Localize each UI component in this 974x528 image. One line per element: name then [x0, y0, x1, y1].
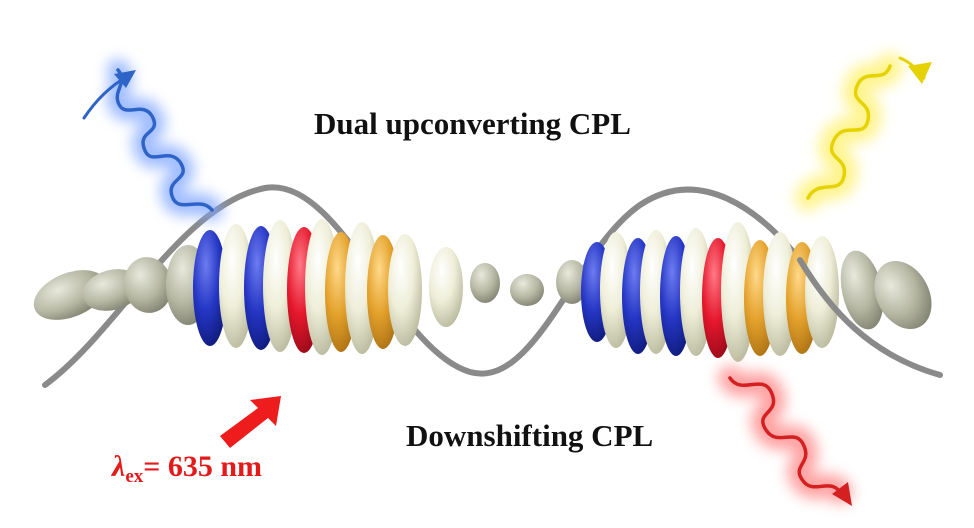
disc-gray — [470, 263, 500, 303]
disc-gray — [123, 257, 173, 313]
disc-gray — [840, 250, 884, 330]
disc-cream — [219, 224, 253, 348]
disc-gray — [874, 260, 932, 330]
excitation-value: = 635 nm — [143, 450, 263, 483]
excitation-wavelength-label: λex= 635 nm — [112, 450, 262, 488]
disc-gray — [556, 260, 588, 304]
blue-cpl-wave — [82, 59, 223, 221]
excitation-subscript: ex — [125, 466, 144, 487]
disc-cream — [263, 220, 297, 352]
disc-blue — [193, 230, 227, 346]
excitation-arrow — [220, 396, 281, 448]
red-cpl-wave — [718, 366, 852, 506]
helix-strand-front — [797, 257, 943, 378]
yellow-cpl-wave — [795, 53, 932, 211]
disc-gray — [510, 274, 544, 306]
upconverting-cpl-label: Dual upconverting CPL — [314, 106, 631, 141]
helix-strand-back — [42, 184, 803, 388]
disc-cream — [388, 234, 422, 346]
disc-stack-left — [33, 219, 544, 355]
disc-stack-right — [556, 222, 932, 362]
downshifting-cpl-label: Downshifting CPL — [406, 418, 654, 453]
excitation-symbol: λ — [112, 450, 126, 483]
disc-cream — [429, 247, 463, 327]
